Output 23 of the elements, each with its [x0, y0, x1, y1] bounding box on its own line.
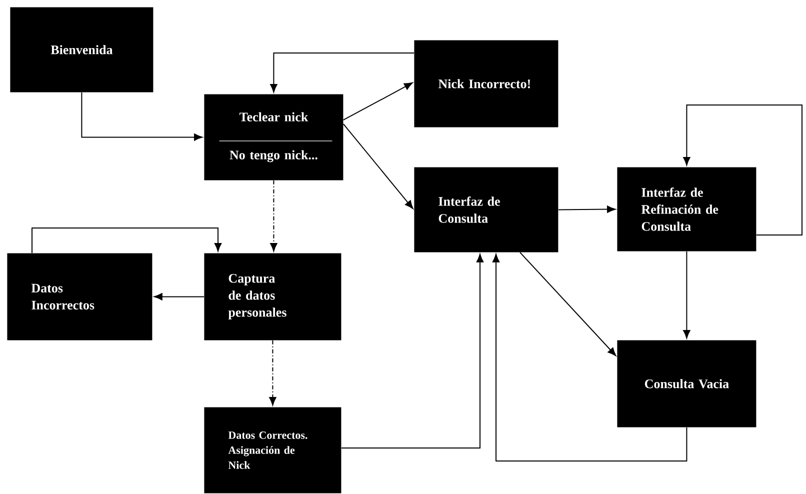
process-box: Captura de datos personales: [204, 253, 342, 340]
process-box: Datos Incorrectos: [7, 253, 152, 340]
process-box: Teclear nick No tengo nick...: [204, 94, 344, 180]
arrow: [270, 180, 278, 252]
process-box: Interfaz de Refinación de Consulta: [617, 167, 756, 252]
arrow: [520, 252, 616, 356]
process-box: Bienvenida: [10, 7, 154, 92]
arrow: [342, 82, 413, 120]
arrow: [492, 254, 688, 462]
arrow: [154, 293, 204, 300]
process-box: Datos Correctos. Asignación de Nick: [204, 407, 342, 494]
arrow: [558, 206, 616, 213]
process-box: Nick Incorrecto!: [414, 40, 558, 128]
arrow: [32, 228, 222, 254]
arrow: [81, 92, 203, 141]
arrow: [270, 52, 414, 93]
arrow: [269, 340, 276, 406]
process-box: Interfaz de Consulta: [414, 167, 558, 252]
arrow: [683, 250, 690, 339]
arrow: [340, 254, 484, 448]
process-box: Consulta Vacia: [617, 340, 756, 428]
arrow: [683, 104, 802, 236]
arrow: [342, 124, 414, 209]
